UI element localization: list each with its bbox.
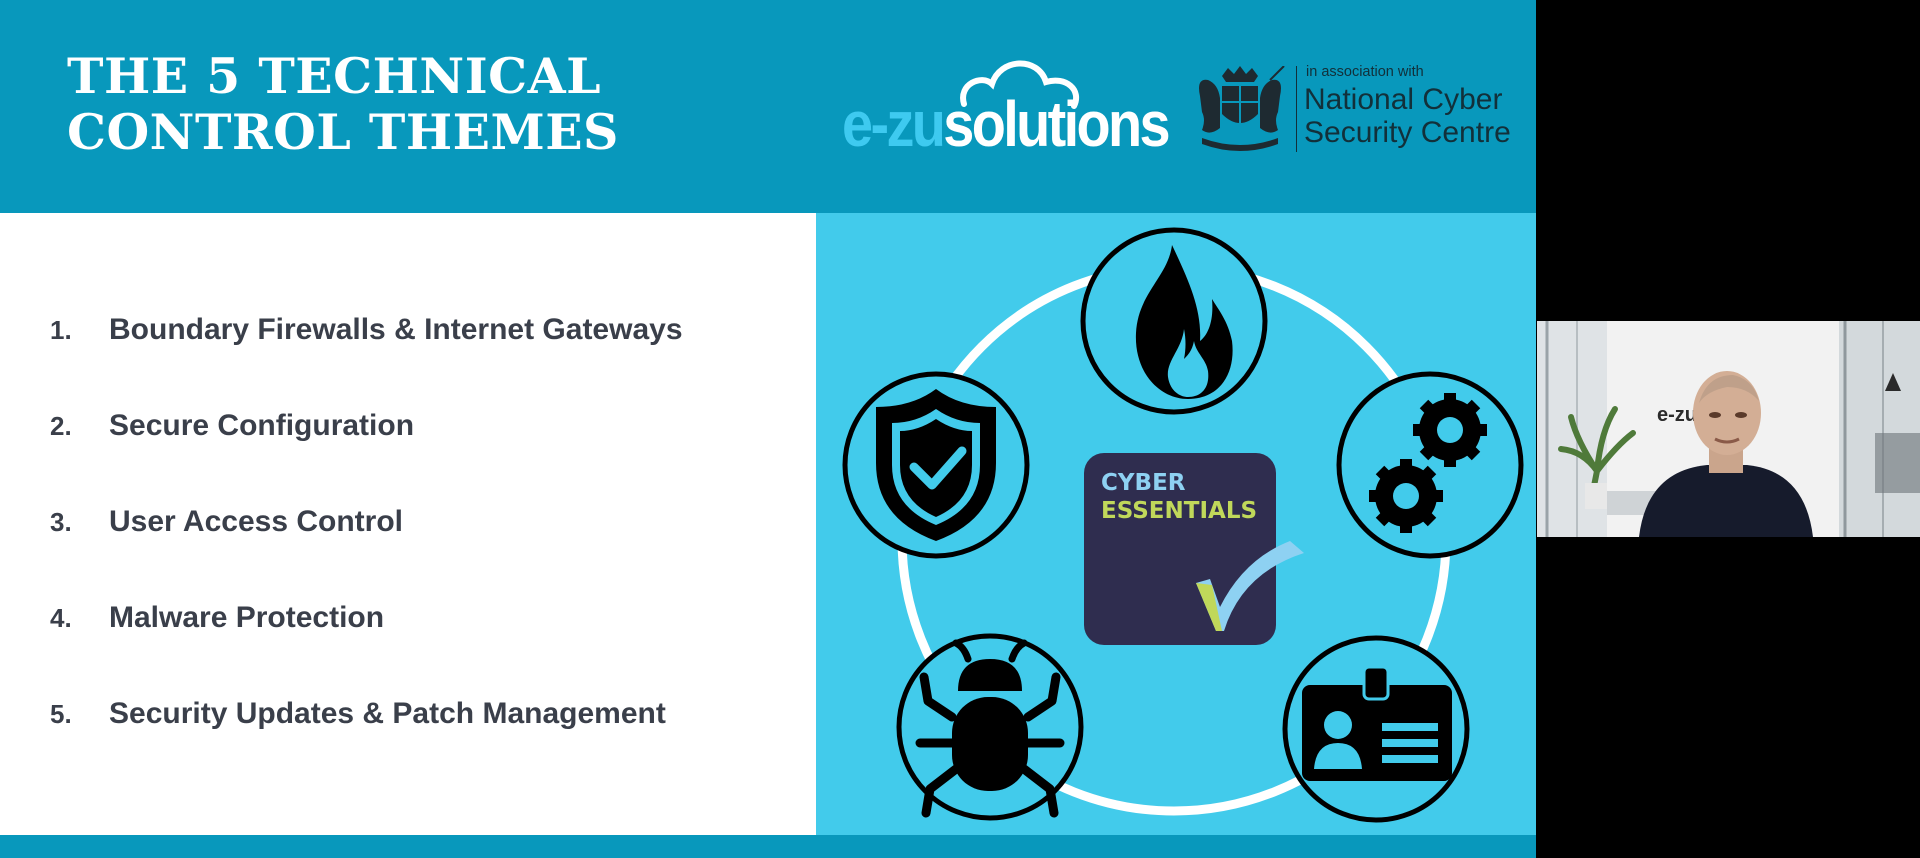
control-number: 5.: [50, 699, 72, 729]
control-label: User Access Control: [109, 505, 403, 538]
plant: [1558, 406, 1636, 509]
flame-icon: [1135, 245, 1233, 399]
bug-icon: [915, 639, 1065, 818]
window-right: [1839, 321, 1920, 537]
partner-association-text: in association with: [1306, 64, 1424, 80]
control-item: 4. Malware Protection: [50, 588, 683, 684]
wall-logo-text: e-zu: [1657, 404, 1697, 426]
control-item: 2. Secure Configuration: [50, 396, 683, 492]
gears-icon: [1369, 393, 1487, 533]
controls-list: 1. Boundary Firewalls & Internet Gateways…: [50, 300, 683, 780]
shield-icon-circle: [842, 371, 1030, 559]
control-label: Boundary Firewalls & Internet Gateways: [109, 313, 683, 346]
presentation-slide: THE 5 TECHNICAL CONTROL THEMES e-zusolut…: [0, 0, 1536, 858]
webcam-feed: e-zu: [1537, 321, 1920, 537]
cyber-essentials-badge: CYBER ESSENTIALS: [1084, 453, 1304, 645]
control-number: 3.: [50, 507, 72, 537]
presenter: [1639, 371, 1813, 537]
svg-text:e-zusolutions: e-zusolutions: [842, 88, 1168, 156]
control-number: 1.: [50, 315, 72, 345]
badge-line2: ESSENTIALS: [1101, 498, 1257, 524]
control-label: Malware Protection: [109, 601, 385, 634]
slide-header: THE 5 TECHNICAL CONTROL THEMES e-zusolut…: [0, 0, 1536, 213]
cloud-icon: [960, 60, 1079, 109]
control-themes-graphic-panel: CYBER ESSENTIALS: [816, 213, 1536, 835]
badge-line1: CYBER: [1101, 470, 1186, 496]
id-card-icon: [1302, 665, 1452, 781]
control-number: 2.: [50, 411, 72, 441]
control-item: 1. Boundary Firewalls & Internet Gateways: [50, 300, 683, 396]
logo-ezu-text: e-zu: [842, 88, 943, 156]
royal-crest-icon: [1199, 66, 1285, 151]
badge-check-icon: [1196, 541, 1304, 631]
control-label: Secure Configuration: [109, 409, 415, 442]
logo-solutions-text: solutions: [943, 88, 1168, 156]
partner-divider: [1296, 66, 1297, 152]
ceiling-lamp: [1885, 373, 1901, 391]
flame-icon-circle: [1080, 227, 1268, 415]
partner-name: National Cyber Security Centre: [1304, 83, 1511, 149]
id-card-icon-circle: [1282, 635, 1470, 823]
control-item: 5. Security Updates & Patch Management: [50, 684, 683, 780]
slide-footer-bar: [0, 835, 1536, 858]
control-themes-diagram: CYBER ESSENTIALS: [842, 227, 1524, 823]
bug-icon-circle: [896, 633, 1084, 821]
ezu-solutions-logo: e-zusolutions: [842, 60, 1171, 156]
control-number: 4.: [50, 603, 72, 633]
control-item: 3. User Access Control: [50, 492, 683, 588]
shield-check-icon: [876, 389, 996, 541]
webcam-video-tile[interactable]: e-zu: [1537, 321, 1920, 537]
control-label: Security Updates & Patch Management: [109, 697, 666, 730]
slide-title: THE 5 TECHNICAL CONTROL THEMES: [67, 47, 619, 161]
gears-icon-circle: [1336, 371, 1524, 559]
